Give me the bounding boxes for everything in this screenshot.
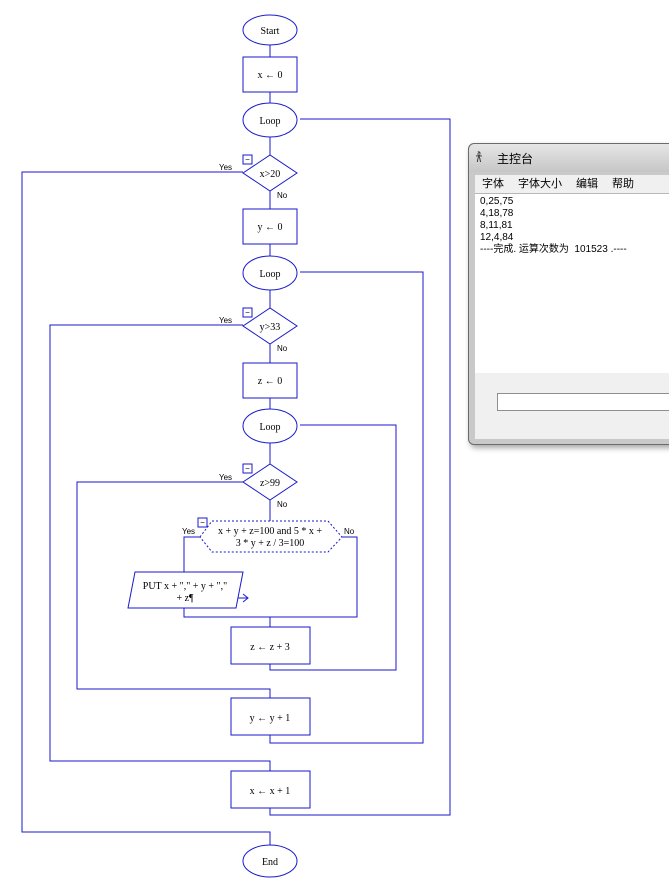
collapse-y-toggle[interactable]: [242, 307, 253, 318]
output-line: 4,18,78: [480, 208, 514, 219]
output-line: 8,11,81: [480, 220, 513, 231]
increment-z-label: z ← z + 3: [250, 642, 290, 653]
if-condition-yes: Yes: [182, 527, 195, 536]
increment-x-label: x ← x + 1: [250, 786, 291, 797]
collapse-x-symbol: −: [245, 155, 250, 164]
end-node[interactable]: [242, 844, 298, 878]
put-output-box[interactable]: [127, 571, 244, 609]
end-label: End: [262, 857, 278, 868]
output-line: 12,4,84: [480, 232, 514, 243]
collapse-y-symbol: −: [245, 308, 250, 317]
increment-z-box[interactable]: [230, 626, 311, 665]
condition-x-no: No: [277, 191, 288, 200]
loop-z-node[interactable]: [242, 408, 298, 444]
condition-z-diamond[interactable]: [242, 463, 298, 501]
increment-x-box[interactable]: [230, 770, 311, 809]
if-condition-hexagon[interactable]: [199, 520, 343, 553]
condition-y-no: No: [277, 344, 288, 353]
menu-item-font[interactable]: 字体: [482, 177, 504, 190]
console-titlebar[interactable]: 𐀪 主控台: [469, 144, 669, 172]
condition-y-yes: Yes: [219, 316, 232, 325]
increment-y-box[interactable]: [230, 697, 311, 736]
put-output-line1: PUT x + "," + y + ",": [143, 581, 227, 592]
if-condition-line1: x + y + z=100 and 5 * x +: [218, 526, 322, 537]
collapse-z-symbol: −: [245, 464, 250, 473]
app-icon[interactable]: 𐀪: [475, 151, 483, 166]
condition-z-yes: Yes: [219, 473, 232, 482]
collapse-x-toggle[interactable]: [242, 154, 253, 165]
assign-y-zero-box[interactable]: [242, 208, 298, 245]
if-condition-no: No: [344, 527, 355, 536]
assign-z-zero-label: z ← 0: [258, 376, 282, 387]
console-window: 𐀪 主控台 字体 字体大小 编辑 帮助 0,25,75 4,18,78 8,11…: [468, 143, 669, 445]
condition-z-no: No: [277, 500, 288, 509]
loop-y-label: Loop: [259, 269, 280, 280]
collapse-z-toggle[interactable]: [242, 463, 253, 474]
loop-y-node[interactable]: [242, 255, 298, 291]
start-node[interactable]: [242, 14, 298, 46]
collapse-if-toggle[interactable]: [197, 517, 208, 528]
menu-item-edit[interactable]: 编辑: [576, 177, 598, 190]
start-label: Start: [261, 26, 280, 37]
put-output-line2: + z¶: [176, 593, 194, 604]
console-input[interactable]: [497, 393, 669, 411]
console-title: 主控台: [497, 152, 534, 166]
condition-x-yes: Yes: [219, 163, 232, 172]
output-line: 0,25,75: [480, 196, 514, 207]
menu-item-font-size[interactable]: 字体大小: [518, 177, 562, 190]
menu-item-help[interactable]: 帮助: [612, 177, 634, 190]
console-input-area: [475, 373, 669, 439]
increment-y-label: y ← y + 1: [250, 713, 291, 724]
condition-x-diamond[interactable]: [242, 154, 298, 192]
condition-y-label: y>33: [260, 322, 281, 333]
condition-y-diamond[interactable]: [242, 307, 298, 345]
loop-x-label: Loop: [259, 116, 280, 127]
console-output[interactable]: 0,25,75 4,18,78 8,11,81 12,4,84 ----完成. …: [475, 193, 669, 373]
condition-z-label: z>99: [260, 478, 280, 489]
assign-x-zero-label: x ← 0: [258, 70, 283, 81]
output-line: ----完成. 运算次数为 101523 .----: [480, 244, 627, 255]
assign-y-zero-label: y ← 0: [258, 222, 283, 233]
condition-x-label: x>20: [260, 169, 281, 180]
console-menubar: 字体 字体大小 编辑 帮助: [475, 175, 669, 193]
assign-z-zero-box[interactable]: [242, 362, 298, 399]
flow-connectors: [21, 45, 451, 845]
loop-x-node[interactable]: [242, 102, 298, 138]
loop-z-label: Loop: [259, 422, 280, 433]
collapse-if-symbol: −: [200, 518, 205, 527]
if-condition-line2: 3 * y + z / 3=100: [236, 538, 305, 549]
assign-x-zero-box[interactable]: [242, 56, 298, 93]
